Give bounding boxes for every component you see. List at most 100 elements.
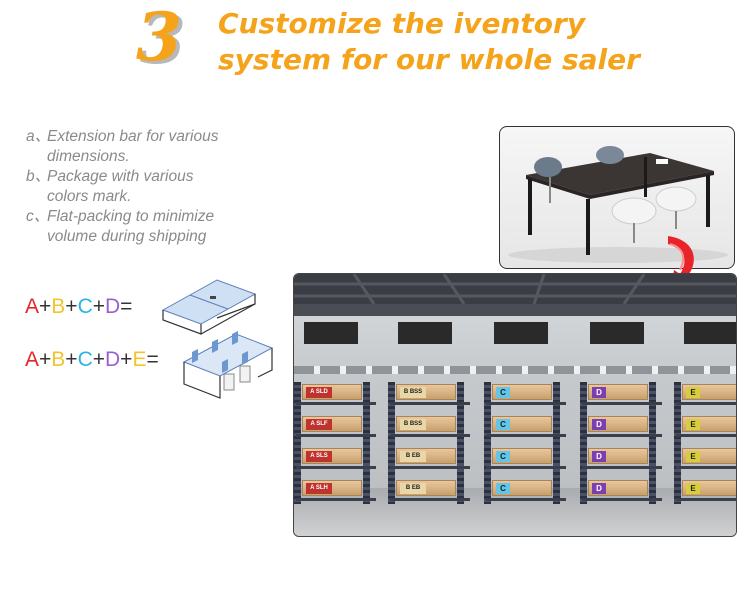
storage-box: E [682,384,736,400]
shelf-beam [390,402,470,405]
color-mark-label: E [686,451,700,462]
shelf-unit-e: E E E E [674,382,736,504]
storage-box: A SLH [302,480,362,496]
storage-box: D [588,384,648,400]
storage-box: B EB [396,480,456,496]
desk-4-seat-illustration [161,279,257,335]
page-title: Customize the iventory system for our wh… [218,6,640,78]
storage-box: E [682,416,736,432]
shelf-unit-b: B BSS B BSS B EB B EB [388,382,470,504]
equation-symbol: + [65,295,78,318]
equation-symbol: A [25,295,40,318]
equation-symbol: C [77,348,93,371]
feature-text-cont: volume during shipping [47,228,207,245]
storage-box: D [588,448,648,464]
color-mark-label: E [686,483,700,494]
color-mark-label: B EB [400,451,426,462]
storage-box: A SLS [302,448,362,464]
storage-box: D [588,480,648,496]
equation-5-modules: A+B+C+D+E= [25,348,159,372]
shelf-post [484,382,491,504]
shelf-unit-d: D D D D [580,382,662,504]
feature-letter: c、 [26,208,50,225]
feature-text: Flat-packing to minimize [47,208,215,225]
equation-symbol: B [51,295,66,318]
shelf-beam [676,402,736,405]
storage-box: B EB [396,448,456,464]
shelf-beam [582,498,662,501]
storage-box: E [682,448,736,464]
title-line-1: Customize the iventory [218,7,586,40]
color-mark-label: A SLD [306,387,332,398]
color-mark-label: C [496,387,510,398]
color-mark-label: C [496,419,510,430]
color-mark-label: A SLH [306,483,332,494]
storage-box: E [682,480,736,496]
shelf-beam [486,498,566,501]
equation-symbol: B [51,348,66,371]
equation-symbol: A [25,348,40,371]
shelf-beam [486,466,566,469]
storage-box: C [492,416,552,432]
equation-symbol: C [77,295,93,318]
color-mark-label: D [592,419,606,430]
equation-4-modules: A+B+C+D= [25,295,132,319]
shelf-unit-c: C C C C [484,382,566,504]
storage-box: D [588,416,648,432]
storage-box: C [492,384,552,400]
shelf-beam [486,434,566,437]
feature-text: Package with various [47,168,194,185]
shelf-post [294,382,301,504]
color-mark-label: C [496,451,510,462]
equation-symbol: + [120,348,133,371]
color-mark-label: C [496,483,510,494]
equation-symbol: + [65,348,78,371]
feature-letter: a、 [26,128,51,145]
feature-letter: b、 [26,168,51,185]
color-mark-label: E [686,387,700,398]
color-mark-label: B EB [400,483,426,494]
feature-text-cont: dimensions. [47,148,130,165]
color-mark-label: A SLS [306,451,332,462]
shelf-post [649,382,656,504]
shelf-beam [676,434,736,437]
shelf-beam [676,498,736,501]
color-mark-label: B BSS [400,419,426,430]
shelf-beam [390,498,470,501]
shelf-beam [486,402,566,405]
feature-c: c、 Flat-packing to minimize volume during… [26,207,286,247]
shelf-beam [390,434,470,437]
storage-box: B BSS [396,416,456,432]
feature-text: Extension bar for various [47,128,219,145]
shelf-post [388,382,395,504]
feature-text-cont: colors mark. [47,188,132,205]
storage-box: C [492,480,552,496]
shelf-post [674,382,681,504]
shelf-unit-a: A SLD A SLF A SLS A SLH [294,382,376,504]
storage-box: A SLD [302,384,362,400]
equation-symbol: + [92,348,105,371]
feature-b: b、 Package with various colors mark. [26,167,286,207]
equation-symbol: = [120,295,133,318]
shelf-post [580,382,587,504]
equation-symbol: D [105,348,121,371]
color-mark-label: D [592,387,606,398]
shelf-beam [390,466,470,469]
shelf-beam [582,434,662,437]
equation-symbol: + [39,295,52,318]
shelf-beam [676,466,736,469]
shelf-post [553,382,560,504]
step-number: 3 [136,0,182,76]
shelf-beam [296,402,376,405]
feature-a: a、 Extension bar for various dimensions. [26,127,286,167]
equation-symbol: + [39,348,52,371]
storage-box: A SLF [302,416,362,432]
shelf-post [457,382,464,504]
storage-box: B BSS [396,384,456,400]
color-mark-label: A SLF [306,419,332,430]
color-mark-label: D [592,451,606,462]
title-line-2: system for our whole saler [218,43,640,76]
shelf-beam [582,466,662,469]
shelf-beam [582,402,662,405]
